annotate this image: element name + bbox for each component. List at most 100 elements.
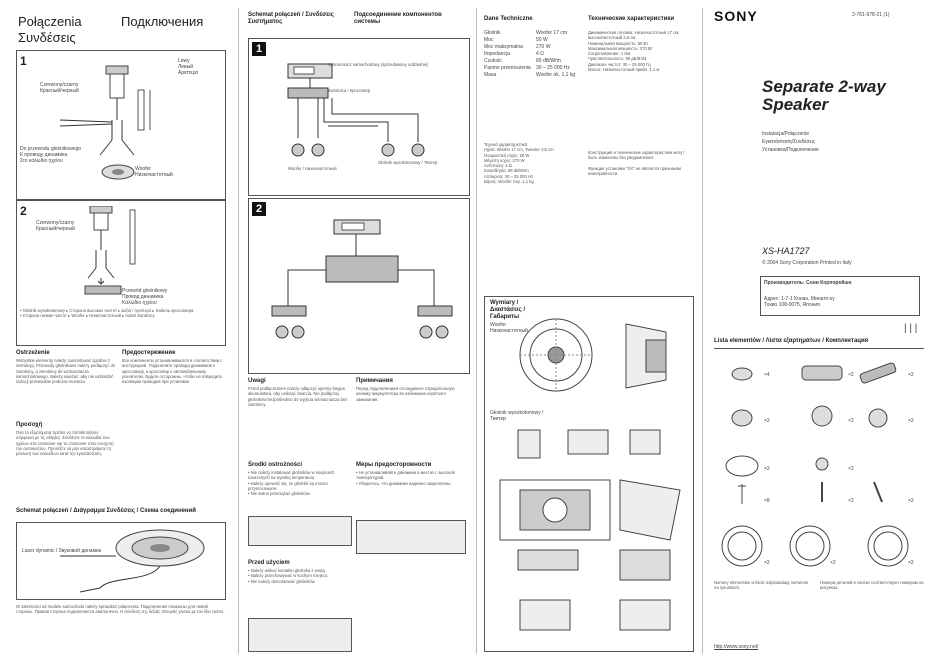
p2-bottom-pl-text: Przed podłączeniem należy odłączyć ujemn… bbox=[248, 386, 348, 407]
part-tag: ×2 bbox=[908, 498, 914, 504]
contact-title: Производитель: Сони Корпорейшн bbox=[764, 280, 852, 286]
p2-bottom-ru-text: Перед подключением отсоедините отрицател… bbox=[356, 386, 455, 402]
part-tag: ×2 bbox=[908, 372, 914, 378]
part-tag: ×2 bbox=[908, 418, 914, 424]
copyright: © 2004 Sony Corporation Printed in Italy bbox=[762, 260, 852, 266]
dims-box bbox=[484, 296, 694, 652]
p2-specs-ru-title: Меры предосторожности bbox=[356, 462, 432, 468]
notes-gr-text: Όλα τα εξαρτήματα πρέπει να τοποθετηθούν… bbox=[16, 430, 114, 457]
parts-grid: ×4 ×2 ×2 ×2 ×2 ×2 ×2 ×2 ×8 ×2 ×2 ×2 ×2 ×… bbox=[714, 354, 924, 574]
schematic-speaker-drawing bbox=[60, 529, 205, 593]
spec-ru-notes: Конструкция и технические характеристики… bbox=[588, 150, 685, 177]
p2-specs-title: Środki ostrożności bbox=[248, 462, 303, 468]
notes-ru-text: Все компоненты устанавливаются в соответ… bbox=[122, 358, 223, 385]
model-code: 2-761-978-21 (1) bbox=[852, 12, 890, 18]
p2-specs-ru-text: • Не устанавливайте динамики в местах с … bbox=[356, 470, 455, 486]
contact-lines: Адрес: 1-7-1 Конан, Минато-ку Токио 108-… bbox=[764, 296, 835, 308]
p2-step1-label2: Zwrotnica / Кроссовер bbox=[328, 88, 371, 93]
part-tag: ×2 bbox=[848, 498, 854, 504]
part-tag: ×2 bbox=[908, 560, 914, 566]
p2-step1-label: Wzmacniacz samochodowy (sprzedawany oddz… bbox=[328, 62, 429, 67]
part-tag: ×2 bbox=[764, 560, 770, 566]
divider-1 bbox=[238, 8, 239, 654]
p2-warning-box-1 bbox=[248, 516, 352, 546]
dims-drawing-woofer bbox=[519, 318, 667, 392]
title-gr: Συνδέσεις bbox=[18, 30, 76, 45]
step1-bottom-text: Do przewodu głośnikowego К проводу динам… bbox=[20, 146, 82, 164]
step2-caption: Przewód głośnikowy Провод динамика Καλώδ… bbox=[122, 288, 168, 306]
title-pl: Połączenia bbox=[18, 14, 82, 29]
panel-system-connections: Schemat połączeń / Συνδέσεις Συστήματος … bbox=[238, 0, 476, 662]
tweeter-dims-label: Głośnik wysokotonowy / Твитер bbox=[490, 410, 544, 422]
p2-step1-tweeter: Głośnik wysokotonowy / Твитер bbox=[378, 160, 438, 165]
part-tag: ×2 bbox=[764, 418, 770, 424]
product-title-1: Separate 2-way bbox=[762, 77, 886, 96]
step2-number: 2 bbox=[20, 204, 27, 218]
notes-ru-title: Предостережение bbox=[122, 350, 176, 356]
part-tag: ×4 bbox=[764, 372, 770, 378]
schematic-box bbox=[16, 522, 226, 600]
model-number: XS-HA1727 bbox=[762, 246, 810, 256]
product-title-2: Speaker bbox=[762, 95, 829, 114]
contact-box bbox=[760, 276, 920, 316]
p2-care-title: Przed użyciem bbox=[248, 560, 290, 566]
parts-title: Lista elementów / Λίστα εξαρτημάτων / Ко… bbox=[714, 338, 869, 344]
panel-specifications: Dane Techniczne Технические характеристи… bbox=[476, 0, 702, 662]
schematic-label: Laser dynamic / Звуковой динамик bbox=[22, 548, 102, 554]
step1-wiring-diagram bbox=[59, 65, 151, 180]
p2-step2-box bbox=[248, 198, 470, 374]
footer-url[interactable]: http://www.sony.net/ bbox=[714, 644, 759, 650]
panel-connections: Połączenia Подключения Συνδέσεις 1 Czerw… bbox=[0, 0, 238, 662]
spec-ru-text: Динамическая головка: Низкочастотный 17 … bbox=[588, 30, 680, 73]
schematic-title: Schemat połączeń / Διάγραμμα Συνδέσεις /… bbox=[16, 508, 196, 514]
notes-pl-text: Wszystkie elementy należy zamontować zgo… bbox=[16, 358, 116, 385]
step1-box bbox=[16, 50, 226, 200]
divider-3 bbox=[702, 8, 703, 654]
p2-bottom-pl-title: Uwagi bbox=[248, 378, 266, 384]
step1-number: 1 bbox=[20, 54, 27, 68]
divider-2 bbox=[476, 8, 477, 654]
p2-warning-box-3 bbox=[248, 618, 352, 652]
step2-wiring-diagram bbox=[84, 206, 136, 295]
parts-drawings bbox=[721, 362, 909, 567]
part-tag: ×2 bbox=[848, 372, 854, 378]
part-tag: ×2 bbox=[830, 560, 836, 566]
p2-step1-diagram bbox=[287, 63, 425, 157]
p2-warning-box-2 bbox=[356, 520, 466, 554]
p2-step1-number: 1 bbox=[252, 42, 266, 56]
panel-cover: SONY 2-761-978-21 (1) Separate 2-way Spe… bbox=[702, 0, 932, 662]
dane-title: Dane Techniczne bbox=[484, 16, 533, 22]
tech-title: Технические характеристики bbox=[588, 16, 675, 22]
title-ru: Подключения bbox=[121, 14, 204, 29]
p2-step1-box bbox=[248, 38, 470, 196]
p2-care-text: • Należy unikać kontaktu głośnika z wodą… bbox=[248, 568, 329, 584]
sony-logo: SONY bbox=[714, 8, 758, 24]
notes-gr-title: Προσοχή bbox=[16, 422, 43, 428]
p2-step2-number: 2 bbox=[252, 202, 266, 216]
step1-woofer-labels: Woofer Низкочастотный bbox=[135, 166, 173, 178]
dims-drawing-tweeter bbox=[499, 429, 681, 631]
bottom-text: W zależności od modelu samochodu należy … bbox=[16, 604, 225, 615]
footer-text: Numery elementów w liście odpowiadają nu… bbox=[714, 580, 809, 591]
part-tag: ×2 bbox=[848, 418, 854, 424]
woofer-dims-label: Woofer Низкочастотный bbox=[490, 322, 528, 334]
step2-box bbox=[16, 200, 226, 346]
subtitle-lines: Instalacja/Połączenie Εγκατάσταση/Συνδέσ… bbox=[762, 131, 819, 153]
p2-step2-diagram bbox=[271, 219, 453, 339]
step2-notes: • Głośnik wysokotonowy ▸ Сторона высоких… bbox=[20, 308, 194, 319]
p2-bottom-ru-title: Примечания bbox=[356, 378, 393, 384]
parts-divider bbox=[714, 348, 924, 349]
step2-labels: Czerwony/czarny Красный/черный bbox=[36, 220, 75, 232]
part-tag: ×2 bbox=[848, 466, 854, 472]
edge-marks: | | | bbox=[904, 323, 918, 334]
part-tag: ×8 bbox=[764, 498, 770, 504]
